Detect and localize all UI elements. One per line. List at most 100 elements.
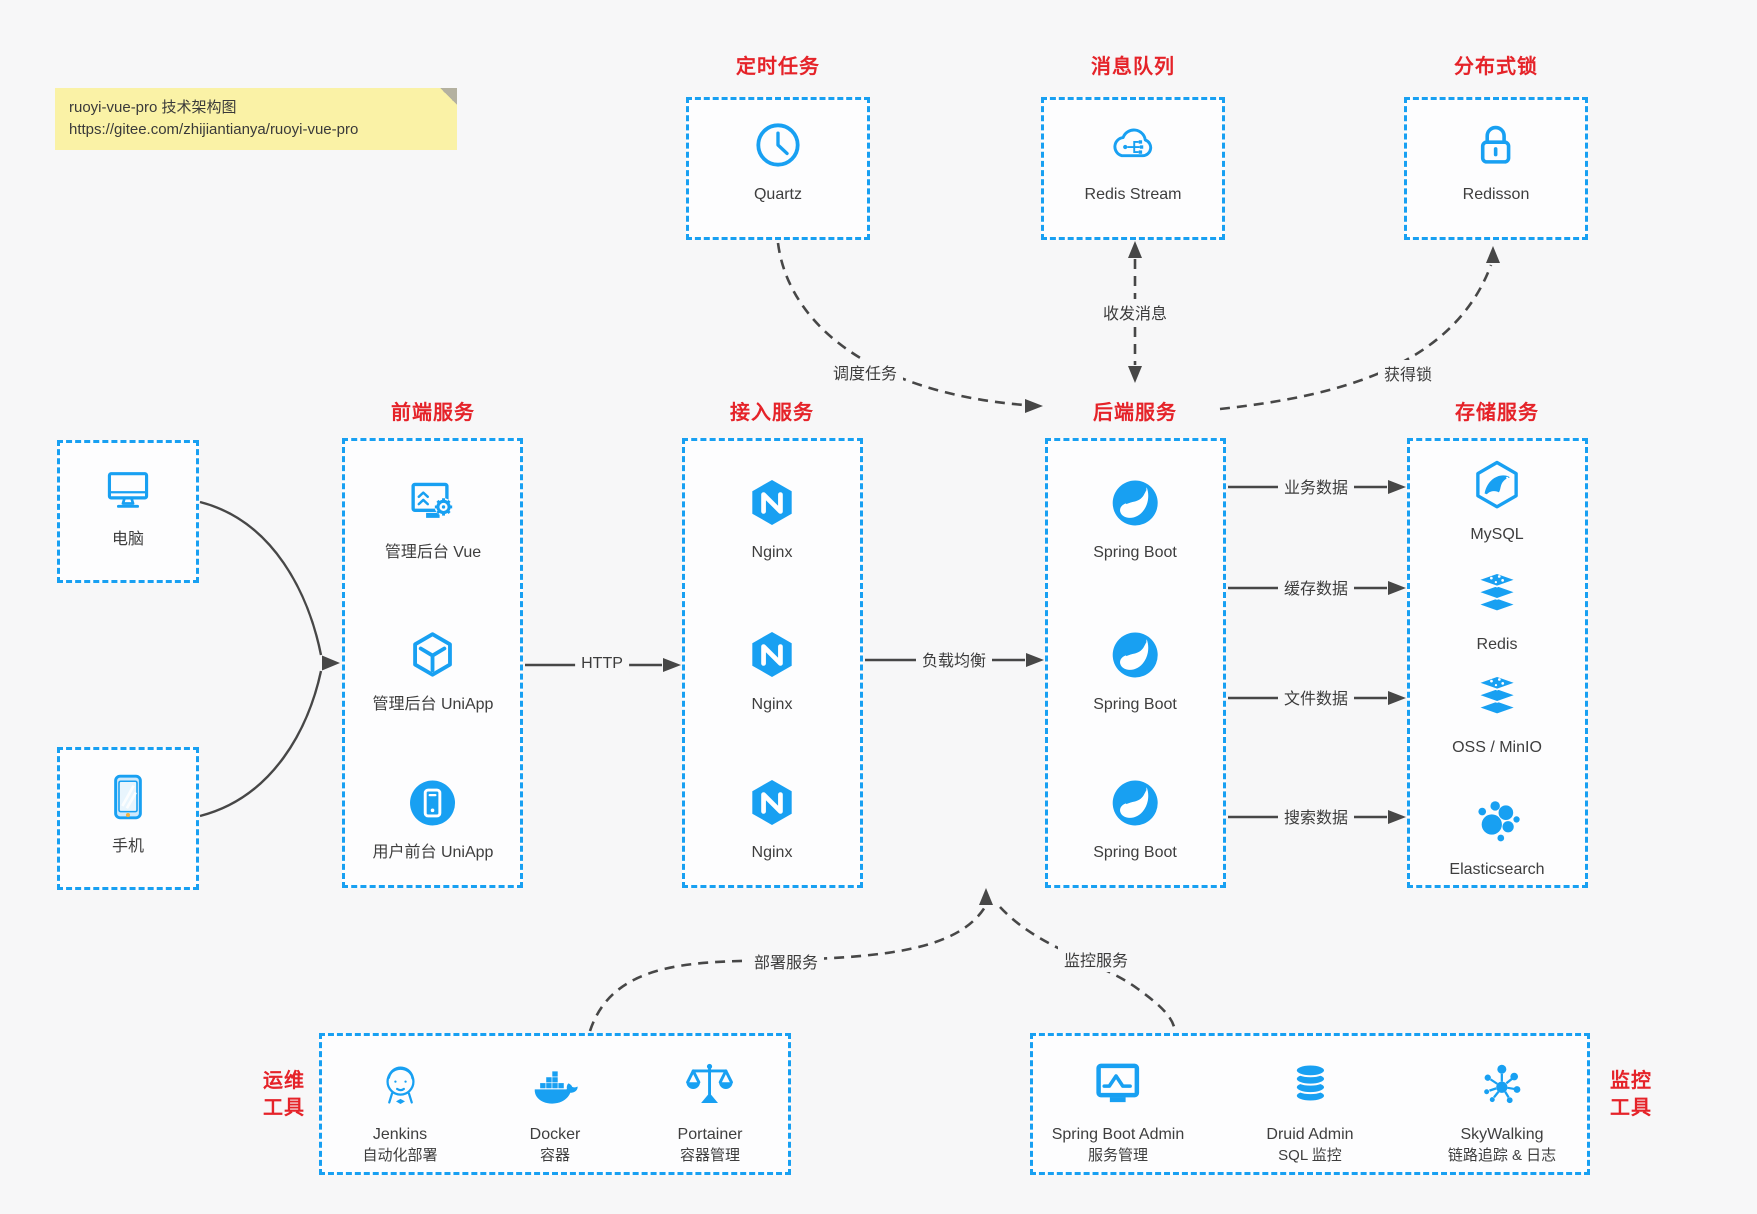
- node-redisson: Redisson: [1462, 118, 1530, 205]
- node-admin-vue: 管理后台 Vue: [385, 476, 481, 563]
- arrowhead-schedule-task: [1025, 399, 1043, 413]
- node-label-redis-stream: Redis Stream: [1084, 186, 1182, 203]
- node-label-springboot-admin: Spring Boot Admin: [1051, 1126, 1185, 1143]
- cloud-network-icon: [1106, 118, 1160, 172]
- node-oss-minio: OSS / MinIO: [1452, 671, 1542, 758]
- edge-label-monitor-service: 监控服务: [1057, 946, 1135, 972]
- node-label-skywalking: SkyWalking: [1460, 1126, 1544, 1143]
- arrowhead-acquire-lock: [1486, 246, 1500, 263]
- arrowhead-file-data: [1388, 691, 1406, 705]
- elasticsearch-icon: [1470, 793, 1524, 847]
- node-sub-portainer: 容器管理: [679, 1147, 741, 1164]
- node-sub-springboot-admin: 服务管理: [1087, 1147, 1148, 1164]
- node-springboot-admin: Spring Boot Admin 服务管理: [1051, 1058, 1185, 1166]
- node-user-uniapp: 用户前台 UniApp: [373, 776, 493, 863]
- arrowhead-business-data: [1388, 480, 1406, 494]
- node-label-admin-vue: 管理后台 Vue: [384, 544, 482, 561]
- node-label-jenkins: Jenkins: [372, 1126, 428, 1143]
- node-mysql: MySQL: [1470, 458, 1524, 545]
- arrowhead-http: [663, 658, 681, 672]
- group-title-monitoring-line2: 工具: [1610, 1097, 1652, 1119]
- node-springboot-3: Spring Boot: [1093, 776, 1177, 863]
- arrowhead-search-data: [1388, 810, 1406, 824]
- edge-label-http: HTTP: [575, 654, 629, 674]
- sba-icon: [1091, 1058, 1145, 1112]
- sticky-note: ruoyi-vue-pro 技术架构图 https://gitee.com/zh…: [55, 88, 457, 150]
- node-druid-admin: Druid Admin SQL 监控: [1266, 1058, 1354, 1166]
- node-docker: Docker 容器: [528, 1058, 582, 1166]
- node-label-redis: Redis: [1476, 636, 1518, 653]
- nginx-icon: [745, 476, 799, 530]
- edge-label-load-balance: 负载均衡: [915, 646, 993, 672]
- group-box-storage: [1407, 438, 1588, 888]
- edge-label-file-data: 文件数据: [1277, 684, 1355, 710]
- node-label-redisson: Redisson: [1462, 186, 1530, 203]
- group-title-storage: 存储服务: [1455, 402, 1539, 424]
- node-label-quartz: Quartz: [753, 186, 802, 203]
- edge-label-acquire-lock: 获得锁: [1377, 360, 1439, 386]
- node-sub-jenkins: 自动化部署: [362, 1147, 438, 1164]
- group-title-gateway: 接入服务: [730, 402, 814, 424]
- arrowhead-clients-frontend: [322, 655, 340, 671]
- arrowhead-deploy-service: [979, 888, 993, 905]
- node-portainer: Portainer 容器管理: [677, 1058, 743, 1166]
- group-box-scheduler: [686, 97, 870, 240]
- group-title-scheduler: 定时任务: [736, 56, 820, 78]
- nginx-icon: [745, 628, 799, 682]
- group-title-lock: 分布式锁: [1454, 56, 1538, 78]
- node-springboot-1: Spring Boot: [1093, 476, 1177, 563]
- group-box-devops: [319, 1033, 791, 1175]
- oss-stack-icon: [1470, 671, 1524, 725]
- desktop-icon: [101, 463, 155, 517]
- group-title-mq: 消息队列: [1091, 56, 1175, 78]
- node-label-portainer: Portainer: [677, 1126, 743, 1143]
- node-elasticsearch: Elasticsearch: [1449, 793, 1545, 880]
- node-label-nginx-2: Nginx: [751, 696, 793, 713]
- edge-label-search-data: 搜索数据: [1277, 803, 1355, 829]
- druid-icon: [1283, 1058, 1337, 1112]
- redis-stack-icon: [1470, 568, 1524, 622]
- node-label-mysql: MySQL: [1470, 526, 1524, 543]
- arrowhead-msg-down: [1128, 366, 1142, 383]
- node-label-springboot-2: Spring Boot: [1093, 696, 1177, 713]
- arrowhead-load-balance: [1026, 653, 1044, 667]
- node-label-phone: 手机: [111, 838, 144, 855]
- group-title-frontend: 前端服务: [391, 402, 475, 424]
- group-title-backend: 后端服务: [1093, 402, 1177, 424]
- node-label-admin-uniapp: 管理后台 UniApp: [372, 696, 494, 713]
- edge-label-send-receive-msg: 收发消息: [1096, 299, 1174, 325]
- note-url: https://gitee.com/zhijiantianya/ruoyi-vu…: [69, 121, 359, 138]
- group-title-devops-line2: 工具: [263, 1097, 305, 1119]
- spring-icon: [1108, 476, 1162, 530]
- group-title-devops: 运维 工具: [263, 1068, 305, 1122]
- node-sub-docker: 容器: [539, 1147, 570, 1164]
- mysql-icon: [1470, 458, 1524, 512]
- node-label-springboot-3: Spring Boot: [1093, 844, 1177, 861]
- group-title-monitoring-line1: 监控: [1610, 1070, 1652, 1092]
- arrowhead-cache-data: [1388, 581, 1406, 595]
- node-label-nginx-1: Nginx: [751, 544, 793, 561]
- node-quartz: Quartz: [751, 118, 805, 205]
- spring-icon: [1108, 628, 1162, 682]
- note-title: ruoyi-vue-pro 技术架构图: [69, 99, 237, 116]
- group-box-pc-client: [57, 440, 199, 583]
- group-box-monitoring: [1030, 1033, 1590, 1175]
- user-app-icon: [406, 776, 460, 830]
- node-label-nginx-3: Nginx: [751, 844, 793, 861]
- admin-vue-icon: [406, 476, 460, 530]
- node-redis-stream: Redis Stream: [1084, 118, 1182, 205]
- node-pc: 电脑: [101, 463, 155, 550]
- node-label-pc: 电脑: [111, 531, 144, 548]
- node-jenkins: Jenkins 自动化部署: [362, 1058, 438, 1166]
- group-box-mq: [1041, 97, 1225, 240]
- note-fold-corner: [440, 88, 457, 105]
- clock-icon: [751, 118, 805, 172]
- lock-icon: [1469, 118, 1523, 172]
- group-title-devops-line1: 运维: [263, 1070, 305, 1092]
- node-label-druid-admin: Druid Admin: [1266, 1126, 1354, 1143]
- node-phone: 手机: [101, 770, 155, 857]
- nginx-icon: [745, 776, 799, 830]
- group-box-lock: [1404, 97, 1588, 240]
- spring-icon: [1108, 776, 1162, 830]
